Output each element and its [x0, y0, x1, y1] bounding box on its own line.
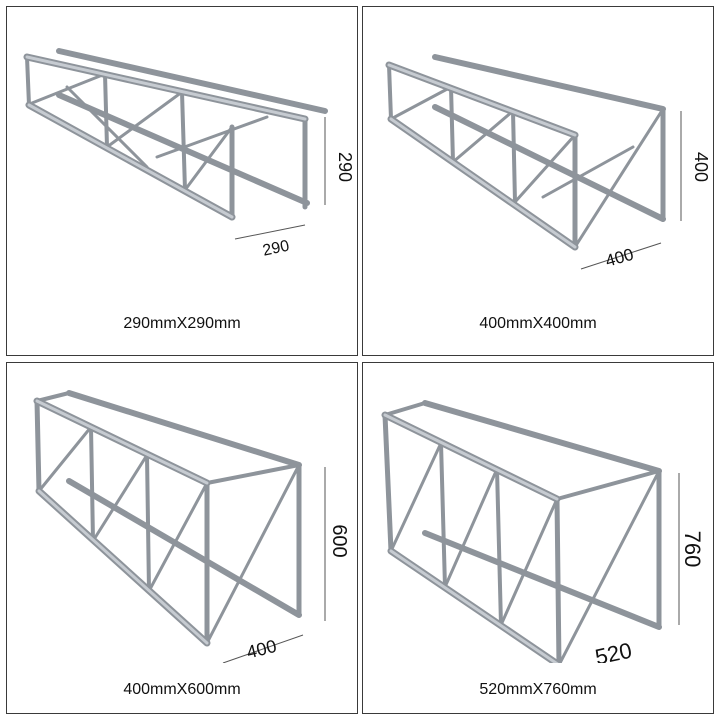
truss-image: 400 400 — [385, 54, 711, 271]
height-dimension-label: 400 — [691, 152, 711, 182]
panel-caption: 400mmX600mm — [123, 681, 241, 698]
truss-panel-400x400: 400 400 400mmX400mm — [362, 6, 714, 356]
height-dimension-label: 600 — [328, 524, 350, 557]
truss-panel-520x760: 760 520 520mmX760mm — [362, 362, 714, 714]
panel-caption: 520mmX760mm — [479, 681, 597, 698]
height-dimension-label: 290 — [335, 152, 355, 182]
width-dimension-label: 400 — [603, 245, 636, 271]
truss-image: 600 400 — [33, 390, 350, 663]
panel-caption: 290mmX290mm — [123, 315, 241, 332]
width-dimension-label: 520 — [593, 638, 634, 663]
truss-image: 290 290 — [23, 48, 355, 260]
truss-panel-400x600: 600 400 400mmX600mm — [6, 362, 358, 714]
width-dimension-label: 290 — [261, 237, 291, 259]
truss-panel-290x290: 290 290 290mmX290mm — [6, 6, 358, 356]
panel-caption: 400mmX400mm — [479, 315, 597, 332]
truss-image: 760 520 — [381, 400, 705, 663]
height-dimension-label: 760 — [680, 531, 705, 568]
width-dimension-label: 400 — [245, 636, 279, 663]
